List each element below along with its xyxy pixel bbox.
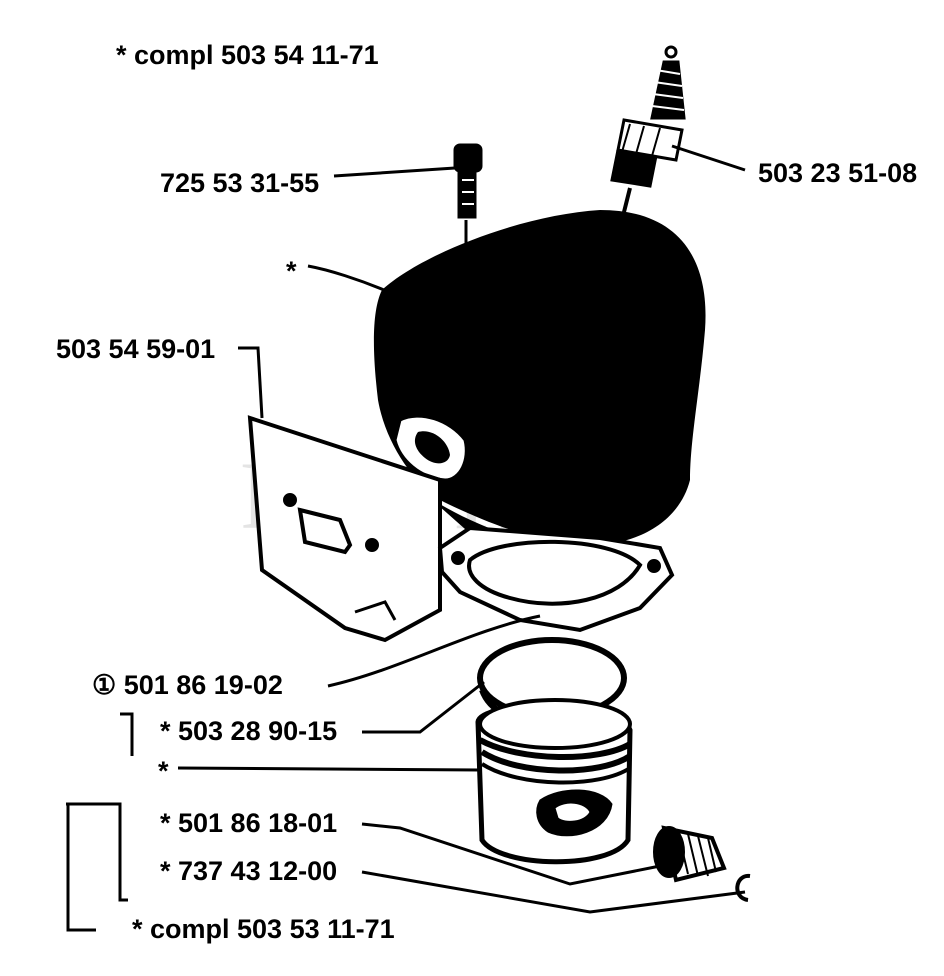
label-needle-bearing: * 501 86 18-01 <box>160 808 338 838</box>
piston <box>475 698 633 865</box>
screw <box>453 143 483 244</box>
base-gasket <box>437 525 675 633</box>
label-piston-ring: * 503 28 90-15 <box>160 716 338 746</box>
spark-plug <box>610 45 686 213</box>
circlip <box>735 873 751 902</box>
label-cylinder-assembly: * compl 503 54 11-71 <box>116 40 379 70</box>
label-screw: 725 53 31-55 <box>160 168 320 198</box>
gasket-plate <box>247 415 442 643</box>
leader-lines <box>66 144 746 932</box>
label-piston: * <box>158 756 169 786</box>
needle-bearing <box>653 825 727 883</box>
label-circlip: * 737 43 12-00 <box>160 856 338 886</box>
label-cylinder: * <box>286 256 297 286</box>
label-base-gasket: ① 501 86 19-02 <box>92 670 283 700</box>
label-piston-assembly: * compl 503 53 11-71 <box>132 914 395 944</box>
label-gasket-plate: 503 54 59-01 <box>56 334 216 364</box>
label-spark-plug: 503 23 51-08 <box>758 158 918 188</box>
